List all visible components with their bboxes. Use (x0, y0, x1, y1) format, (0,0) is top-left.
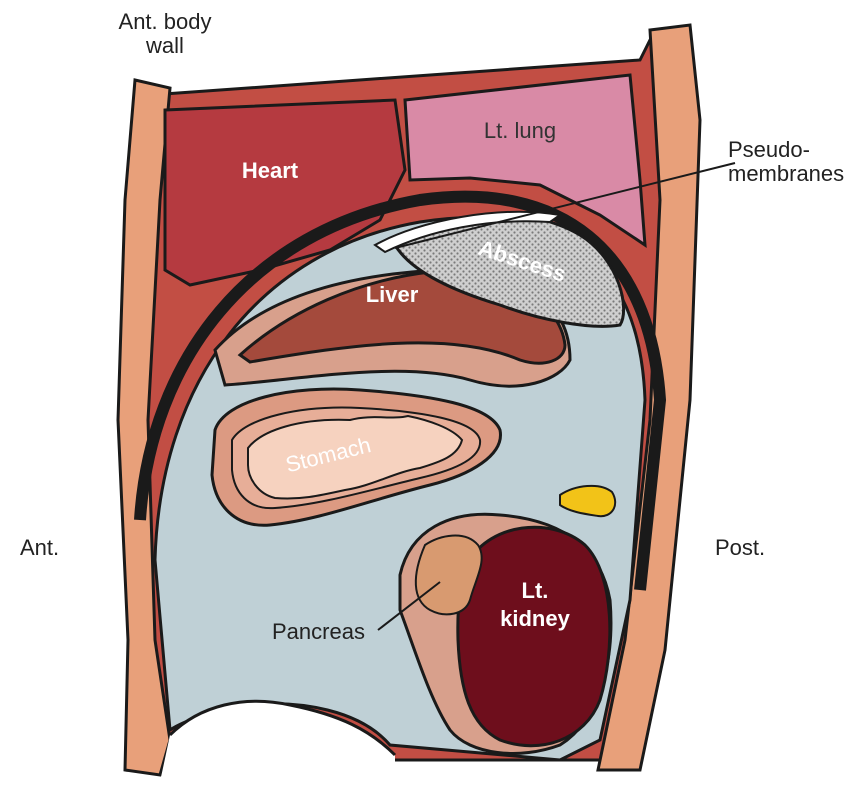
pseudomembranes-line2: membranes (728, 162, 844, 186)
heart-label: Heart (242, 158, 299, 183)
pancreas-label: Pancreas (272, 620, 365, 644)
posterior-label: Post. (715, 536, 765, 560)
pseudomembranes-label: Pseudo- membranes (728, 138, 844, 186)
liver-label: Liver (366, 282, 419, 307)
ant-body-wall-line2: wall (100, 34, 230, 58)
kidney-label-line1: Lt. (522, 578, 549, 603)
pseudomembranes-line1: Pseudo- (728, 138, 844, 162)
ant-body-wall-line1: Ant. body (100, 10, 230, 34)
kidney-label-line2: kidney (500, 606, 570, 631)
ant-body-wall-label: Ant. body wall (100, 10, 230, 58)
anterior-label: Ant. (20, 536, 59, 560)
lung-label: Lt. lung (484, 118, 556, 143)
